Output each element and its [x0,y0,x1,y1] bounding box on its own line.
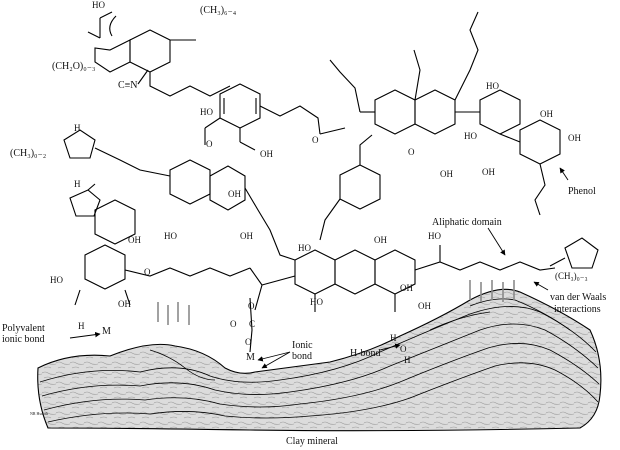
water-h-bottom: H [404,355,411,365]
o-label-carboxyl-b: O [245,337,252,347]
o-label-left: O [144,267,151,277]
metal-m-center: M [246,352,255,363]
van-der-waals-marks [157,280,515,325]
oh-label-core2: OH [418,301,431,311]
molecular-structure [63,11,599,353]
oh-label-core3: OH [400,283,413,293]
o-label-core-l: O [248,301,255,311]
ionic-bond-label: ionic bond [2,334,45,345]
oh-label-left2: OH [118,299,131,309]
oh-label-r5b: OH [568,133,581,143]
ch2o-label: (CH₂O)₀₋₃ [52,61,96,72]
oh-label-mid: OH [228,189,241,199]
oh-label-r5: OH [540,109,553,119]
oh-label-r2: OH [260,149,273,159]
phenol-label: Phenol [568,186,596,197]
nh-label-upper: H [74,123,81,133]
clay-mineral [37,288,602,432]
oh-label-mid2: OH [240,231,253,241]
ho-label-left: HO [50,275,63,285]
aliphatic-domain-label: Aliphatic domain [432,217,502,228]
oh-label-core: OH [374,235,387,245]
ho-label-aliph: HO [428,231,441,241]
ho-label-r2: HO [200,107,213,117]
water-o: O [400,344,407,354]
interactions-label: interactions [554,304,601,315]
ho-label-r4: HO [486,81,499,91]
oh-label-left: OH [128,235,141,245]
polyvalent-label: Polyvalent [2,323,45,334]
ionic-label: Ionic [292,340,313,351]
cn-label: C≡N [118,80,138,91]
annotation-arrows [69,167,569,369]
oh-label-r5c: OH [482,167,495,177]
ho-label-top: HO [92,0,105,10]
o-label-r3: O [408,147,415,157]
ho-label-r4b: HO [464,131,477,141]
author-credit: NR Hsuoth [30,411,49,416]
c-label-carboxyl: C [249,319,256,329]
h-bond-label: H-bond [350,348,381,359]
ch3-label-left: (CH₃)₀₋₂ [10,148,47,159]
o-label-r2a: O [206,139,213,149]
ch3-label-top: (CH₃)₆₋₄ [200,5,237,16]
o-label-carboxyl-a: O [230,319,237,329]
metal-m-left: M [102,326,111,337]
oh-label-r3: OH [440,169,453,179]
o-label-ketone: O [312,135,319,145]
ho-label-mid: HO [164,231,177,241]
ch3-label-right: (CH₃)₀₋₃ [555,271,588,281]
water-h-top: H [390,333,397,343]
h-label-polyvalent: H [78,321,85,331]
ho-label-core: HO [298,243,311,253]
van-der-waals-label: van der Waals [550,292,607,303]
bond-label: bond [292,351,312,362]
nh-label-indole: H [74,179,81,189]
clay-mineral-label: Clay mineral [286,436,338,447]
ho-label-core2: HO [310,297,323,307]
